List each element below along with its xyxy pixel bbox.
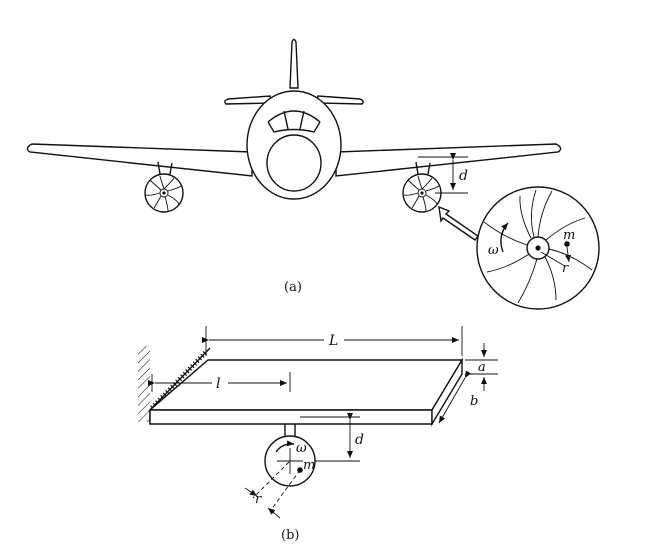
- right-pylon: [415, 161, 431, 175]
- omega-arrow: [500, 222, 509, 253]
- caption-b: (b): [281, 528, 299, 543]
- left-engine: [144, 173, 184, 213]
- label-r-a: r: [562, 261, 569, 276]
- radius-dash-2: [270, 469, 301, 511]
- fuselage-nose-ring: [266, 134, 322, 192]
- cockpit-bottom: [267, 121, 321, 133]
- left-wing: [26, 143, 253, 177]
- rotor-b: ω m r: [244, 435, 316, 519]
- mass-dot-a: [564, 241, 570, 247]
- dim-r-arrow-a: [540, 251, 564, 266]
- label-b: b: [470, 394, 478, 409]
- cockpit-pillar-left: [283, 110, 289, 130]
- label-d-a: d: [459, 168, 468, 184]
- cockpit-pillar-right: [299, 110, 305, 130]
- plate-front-face: [149, 409, 433, 425]
- label-omega-b: ω: [296, 441, 307, 456]
- right-wing: [335, 143, 562, 177]
- airplane: d ω m: [26, 38, 600, 310]
- label-a: a: [478, 360, 486, 375]
- label-l: l: [216, 376, 220, 392]
- rotor-detail: ω m r: [476, 186, 600, 310]
- dim-r-arrow-b1: [244, 487, 258, 497]
- label-m-a: m: [563, 228, 575, 243]
- zoom-pointer-arrow: [438, 205, 479, 241]
- label-L: L: [328, 333, 338, 349]
- caption-a: (a): [284, 280, 302, 295]
- omega-arrow-b: [275, 440, 295, 453]
- right-engine: [402, 173, 442, 213]
- label-d-b: d: [355, 432, 364, 448]
- left-pylon: [157, 161, 173, 175]
- cantilever-plate: L l a b d ω m: [138, 326, 498, 519]
- wall-hatch-diag: [150, 350, 208, 410]
- wall-hatching: [138, 346, 150, 422]
- cockpit-top: [267, 110, 321, 123]
- radius-dash-1: [252, 461, 290, 499]
- label-m-b: m: [303, 458, 315, 473]
- label-r-b: r: [255, 492, 262, 507]
- dim-r-arrow-b2: [267, 507, 281, 519]
- dim-b-arrow: [438, 370, 472, 424]
- plate-top-face: [148, 359, 464, 411]
- label-omega-a: ω: [488, 243, 499, 258]
- tail-fin: [289, 38, 299, 89]
